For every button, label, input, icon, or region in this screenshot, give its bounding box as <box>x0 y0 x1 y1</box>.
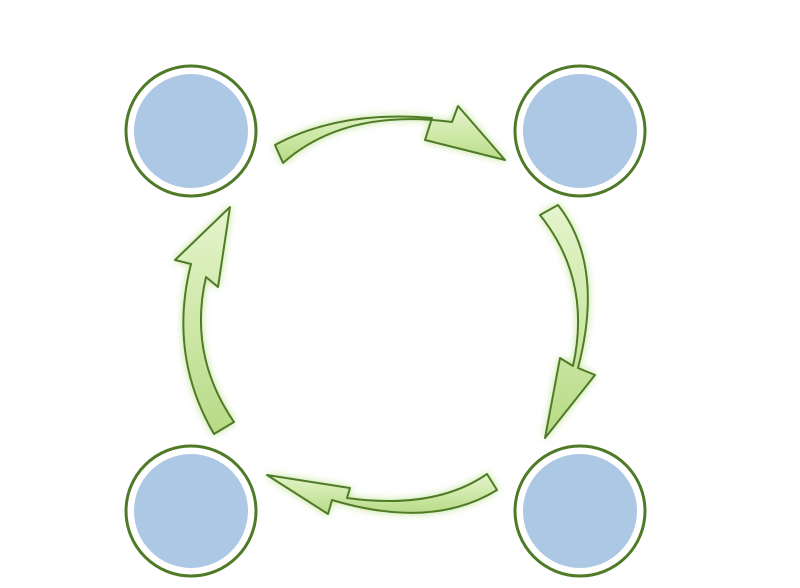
arrow-top-left-to-top-right <box>274 105 506 164</box>
arrow-bottom-left-to-top-left <box>174 206 235 435</box>
node-bottom-left <box>124 444 258 578</box>
arrow-bottom-right-to-bottom-left <box>266 473 498 515</box>
node-bottom-right <box>513 444 647 578</box>
arrow-top-right-to-bottom-right <box>539 204 596 439</box>
node-top-right <box>513 64 647 198</box>
node-top-left <box>124 64 258 198</box>
